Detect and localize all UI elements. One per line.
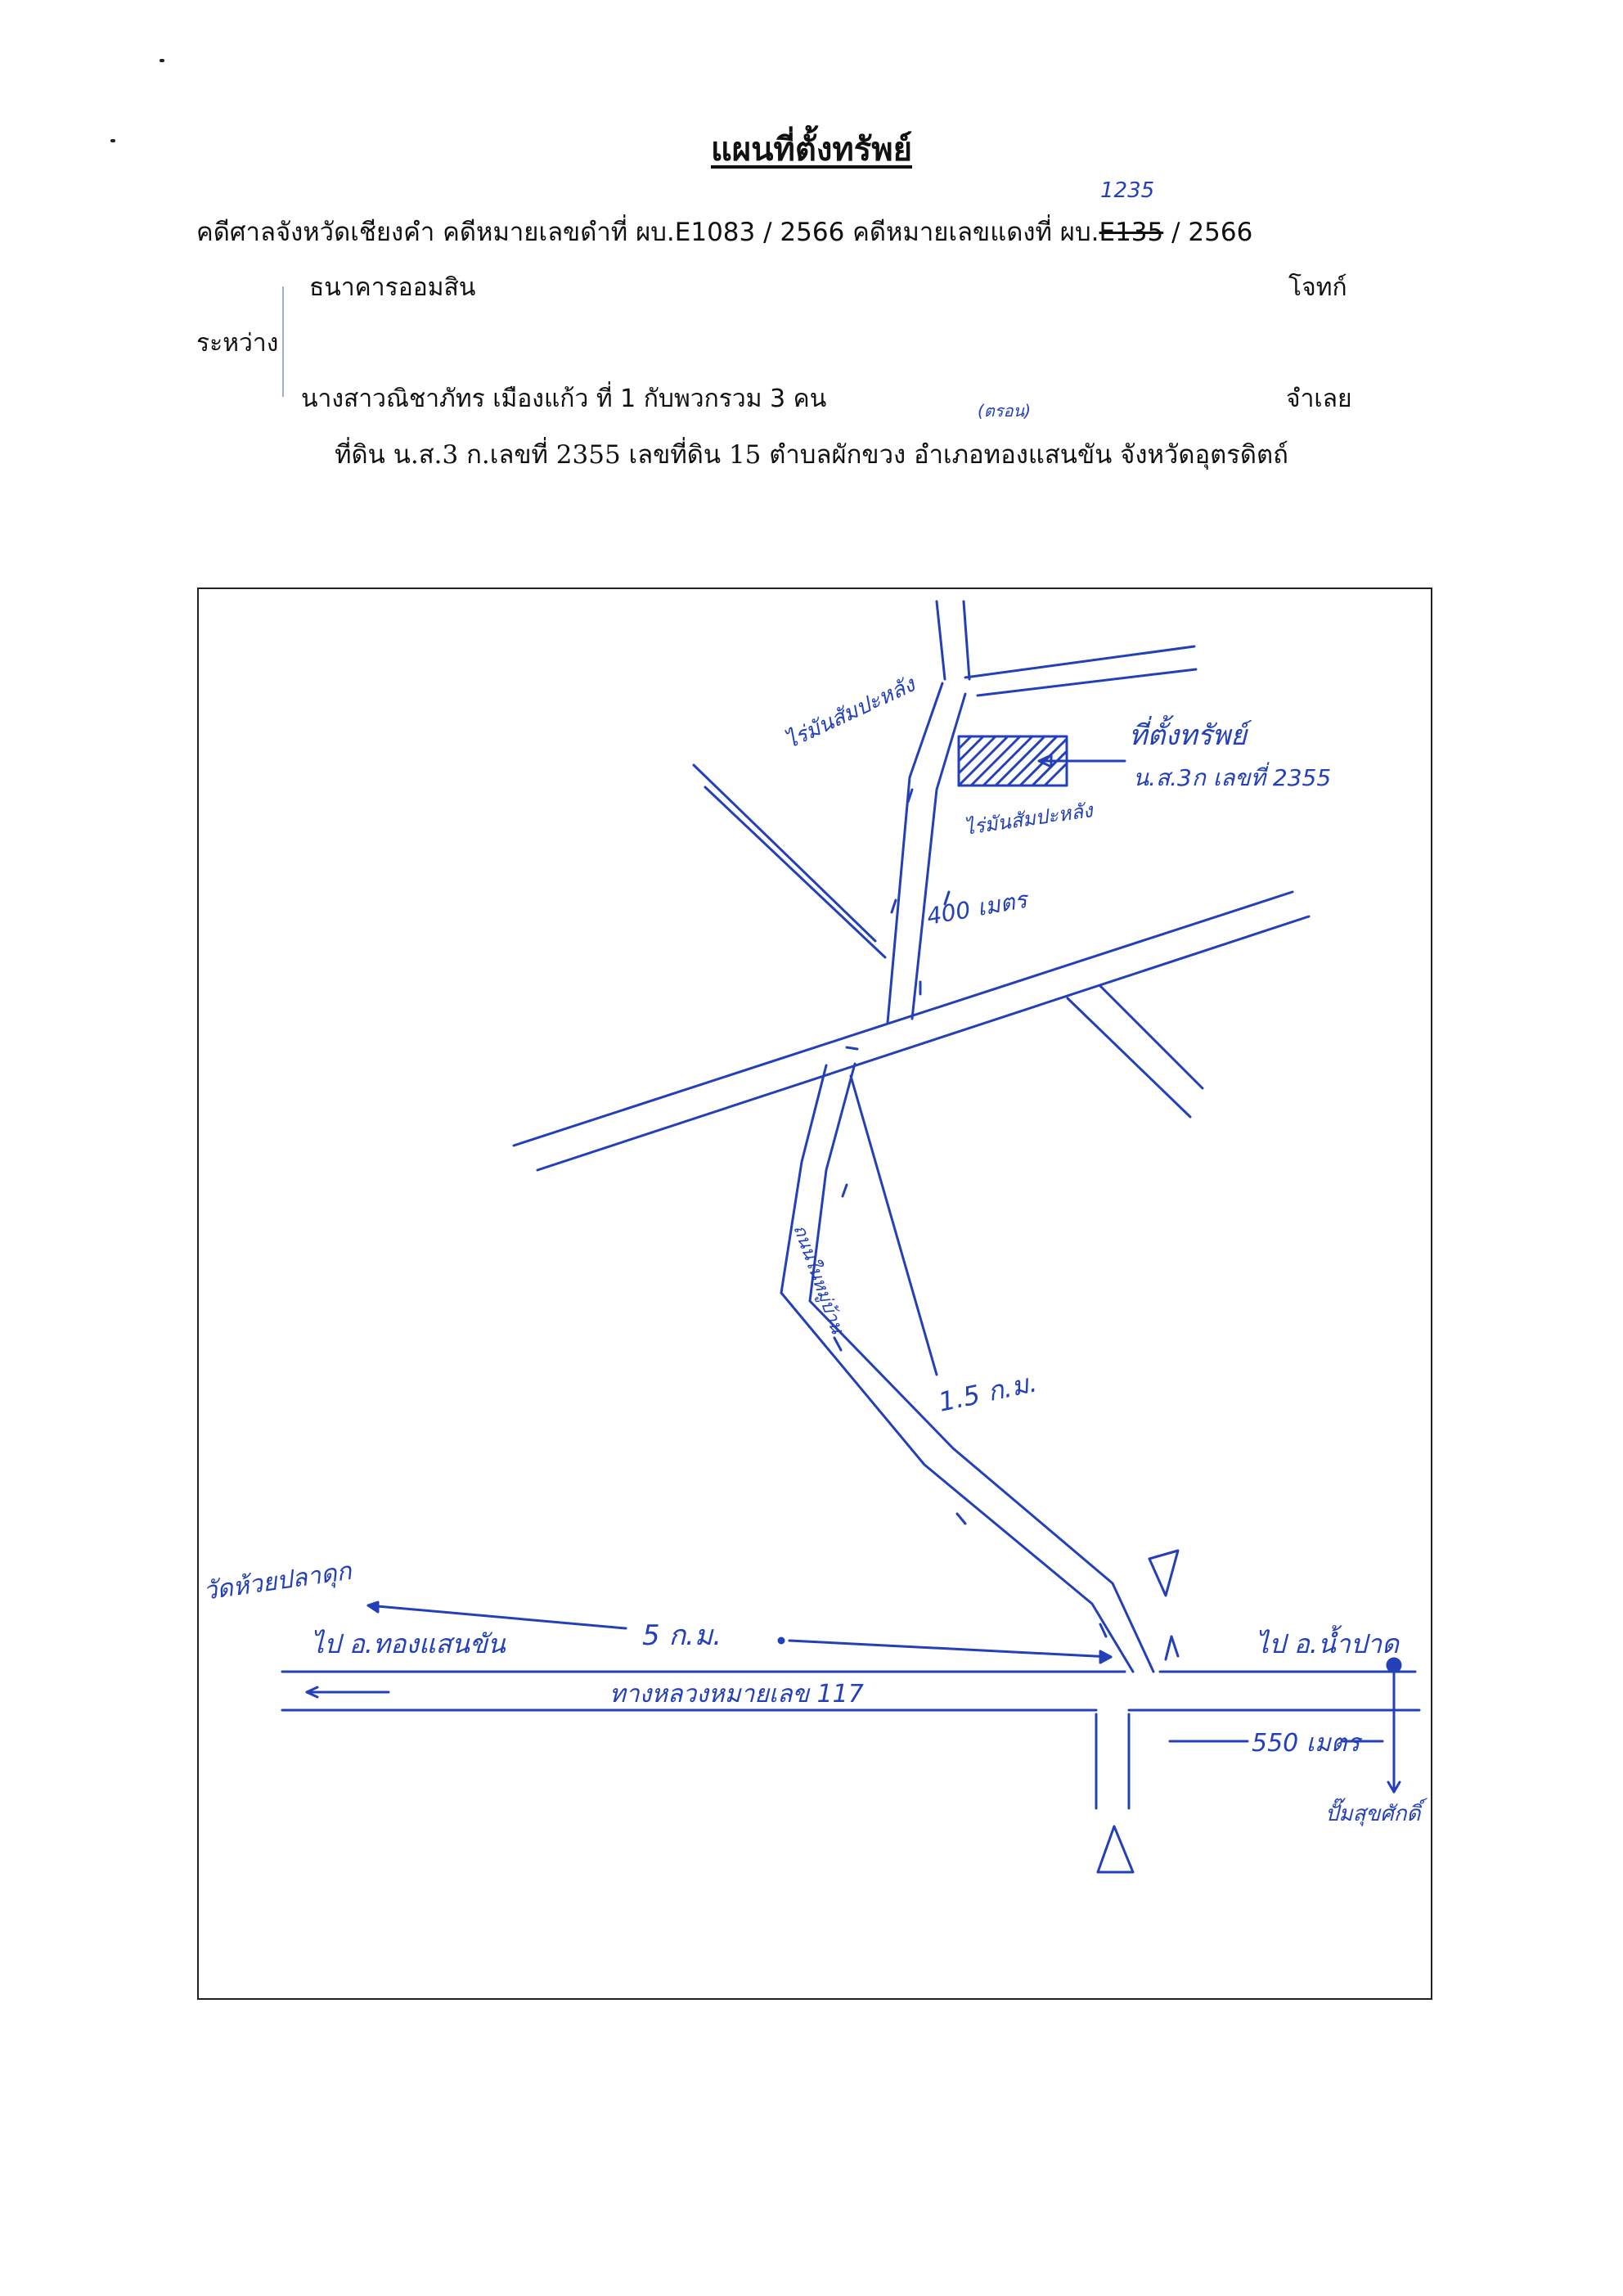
defendant-role: จำเลย <box>1286 385 1352 413</box>
land-prefix: ที่ดิน น.ส.3 ก.เลขที่ 2355 เลขที่ดิน 15 … <box>335 440 984 470</box>
road-village <box>780 1062 1155 1673</box>
land-description: ที่ดิน น.ส.3 ก.เลขที่ 2355 เลขที่ดิน 15 … <box>0 434 1623 475</box>
label-dist-5km: 5 ก.ม. <box>642 1619 722 1652</box>
page-title: แผนที่ตั้งทรัพย์ <box>710 130 913 169</box>
label-gas-station: ปั๊มสุขศักดิ์ <box>1325 1798 1428 1826</box>
road-main-north <box>886 682 967 1024</box>
between-label: ระหว่าง <box>196 329 279 358</box>
road-north <box>935 600 971 681</box>
label-dist-1-5km: 1.5 ก.ม. <box>936 1366 1040 1418</box>
label-to-thongsaenkhan: ไป อ.ทองแสนขัน <box>311 1628 506 1659</box>
road-southeast <box>1066 984 1204 1119</box>
defendant-name: นางสาวณิชาภัทร เมืองแก้ว ที่ 1 กับพวกรวม… <box>301 385 827 413</box>
road-northeast <box>964 645 1198 697</box>
label-to-nampat: ไป อ.น้ำปาด <box>1256 1625 1400 1659</box>
north-triangle <box>1148 1549 1180 1597</box>
highway-117 <box>281 1670 1421 1712</box>
land-district: ทองแสนขัน <box>983 440 1113 470</box>
label-property-title: ที่ตั้งทรัพย์ <box>1129 714 1252 752</box>
insert-note: (ตรอน) <box>978 401 1032 421</box>
red-number-struck: E135 <box>1099 218 1164 247</box>
property-pointer <box>1037 754 1126 768</box>
land-suffix: จังหวัดอุตรดิตถ์ <box>1112 440 1288 470</box>
leader-1-5km <box>849 1074 938 1376</box>
leader-5km <box>366 1604 1113 1659</box>
south-triangle <box>1096 1825 1135 1874</box>
party-bracket <box>282 286 292 397</box>
scan-speck <box>110 139 115 142</box>
road-cross <box>512 890 1311 1172</box>
gas-station-marker <box>1387 1659 1401 1794</box>
label-highway-117: ทางหลวงหมายเลข 117 <box>609 1680 864 1708</box>
plaintiff-name: ธนาคารออมสิน <box>309 273 476 302</box>
red-number-correction: 1235 <box>1100 178 1155 203</box>
label-dist-550: 550 เมตร <box>1252 1729 1363 1758</box>
label-temple: วัดห้วยปลาดุก <box>201 1557 354 1606</box>
label-cassava-left: ไร่มันสัมปะหลัง <box>781 671 920 754</box>
road-south <box>1095 1713 1131 1810</box>
scan-speck <box>160 59 164 62</box>
map-frame <box>197 588 1432 2000</box>
road-northwest <box>692 763 887 959</box>
case-number-line: คดีศาลจังหวัดเชียงคำ คดีหมายเลขดำที่ ผบ.… <box>196 211 1252 252</box>
plaintiff-role: โจทก์ <box>1288 273 1347 302</box>
label-dist-400: 400 เมตร <box>924 885 1031 930</box>
label-cassava-right: ไร่มันสัมปะหลัง <box>963 799 1096 840</box>
label-property-doc: น.ส.3ก เลขที่ 2355 <box>1133 762 1331 791</box>
case-prefix: คดีศาลจังหวัดเชียงคำ คดีหมายเลขดำที่ ผบ.… <box>196 218 1099 247</box>
red-number-suffix: / 2566 <box>1163 218 1253 247</box>
arrow-west <box>305 1686 390 1699</box>
